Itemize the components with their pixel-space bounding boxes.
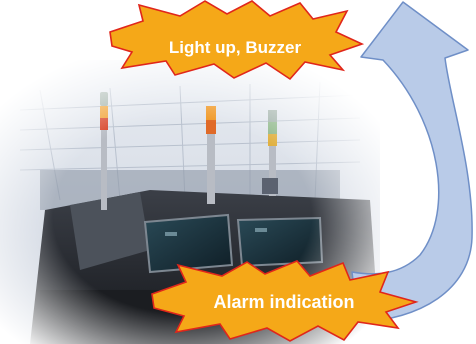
signal-tower-left — [100, 92, 108, 210]
callout-top-text: Light up, Buzzer — [169, 38, 302, 57]
signal-tower-middle — [206, 106, 216, 204]
callout-bottom-text: Alarm indication — [213, 292, 354, 312]
